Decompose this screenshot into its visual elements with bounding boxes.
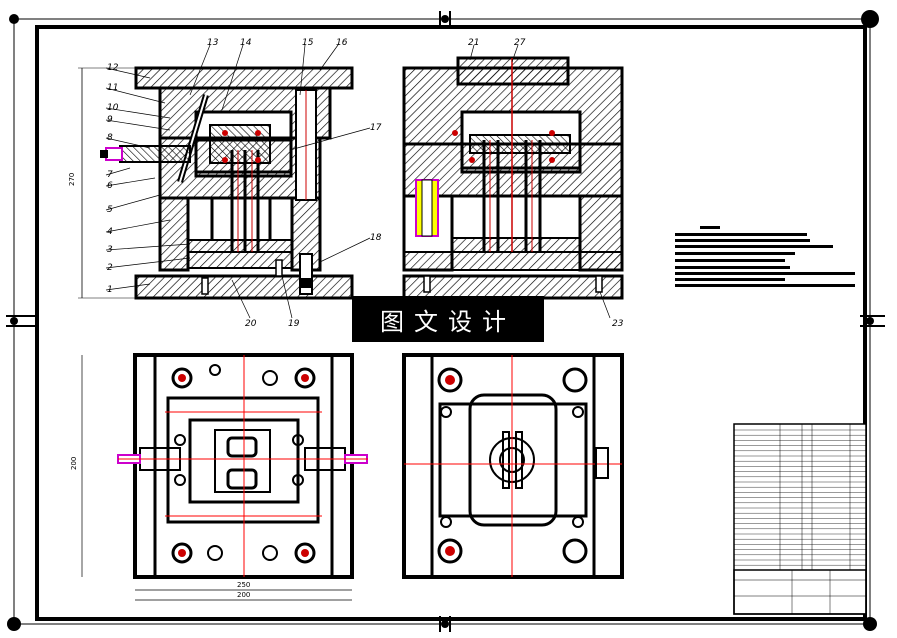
dimension-labels: 270 200 250 200 (68, 173, 250, 599)
part-label-12: 12 (107, 63, 119, 73)
watermark-banner: 图文设计 (352, 296, 544, 342)
part-label-11: 11 (107, 83, 118, 93)
part-label-6: 6 (107, 181, 113, 191)
part-label-13: 13 (207, 38, 219, 48)
plan-view-fixed-half (402, 353, 624, 579)
dim-width-outer: 200 (237, 591, 250, 599)
part-label-5: 5 (107, 205, 113, 215)
part-number-labels: 12 11 10 9 8 7 6 5 4 3 2 1 13 14 15 16 2… (107, 38, 624, 329)
dim-width-inner: 250 (237, 581, 250, 589)
leader-lines (105, 44, 371, 319)
part-label-4: 4 (107, 227, 113, 237)
part-label-19: 19 (288, 319, 300, 329)
part-label-7: 7 (107, 170, 113, 180)
part-label-1: 1 (107, 285, 113, 295)
drawing-frame (6, 10, 885, 632)
part-label-15: 15 (302, 38, 314, 48)
part-label-20: 20 (245, 319, 257, 329)
part-label-21: 21 (468, 38, 479, 48)
part-label-10: 10 (107, 103, 119, 113)
technical-notes (675, 226, 855, 287)
part-label-9: 9 (107, 115, 113, 125)
part-label-18: 18 (370, 233, 382, 243)
dim-height-plan: 200 (70, 457, 78, 470)
part-label-27: 27 (514, 38, 526, 48)
part-label-16: 16 (336, 38, 348, 48)
part-label-2: 2 (107, 263, 113, 273)
side-section-view (402, 44, 624, 319)
parts-list-table (733, 423, 867, 615)
dim-height-section: 270 (68, 173, 76, 186)
part-label-23: 23 (612, 319, 624, 329)
front-section-view (78, 66, 354, 300)
part-label-14: 14 (240, 38, 252, 48)
plan-view-moving-half (81, 353, 368, 601)
part-label-17: 17 (370, 123, 382, 133)
part-label-8: 8 (107, 133, 113, 143)
part-label-3: 3 (107, 245, 113, 255)
